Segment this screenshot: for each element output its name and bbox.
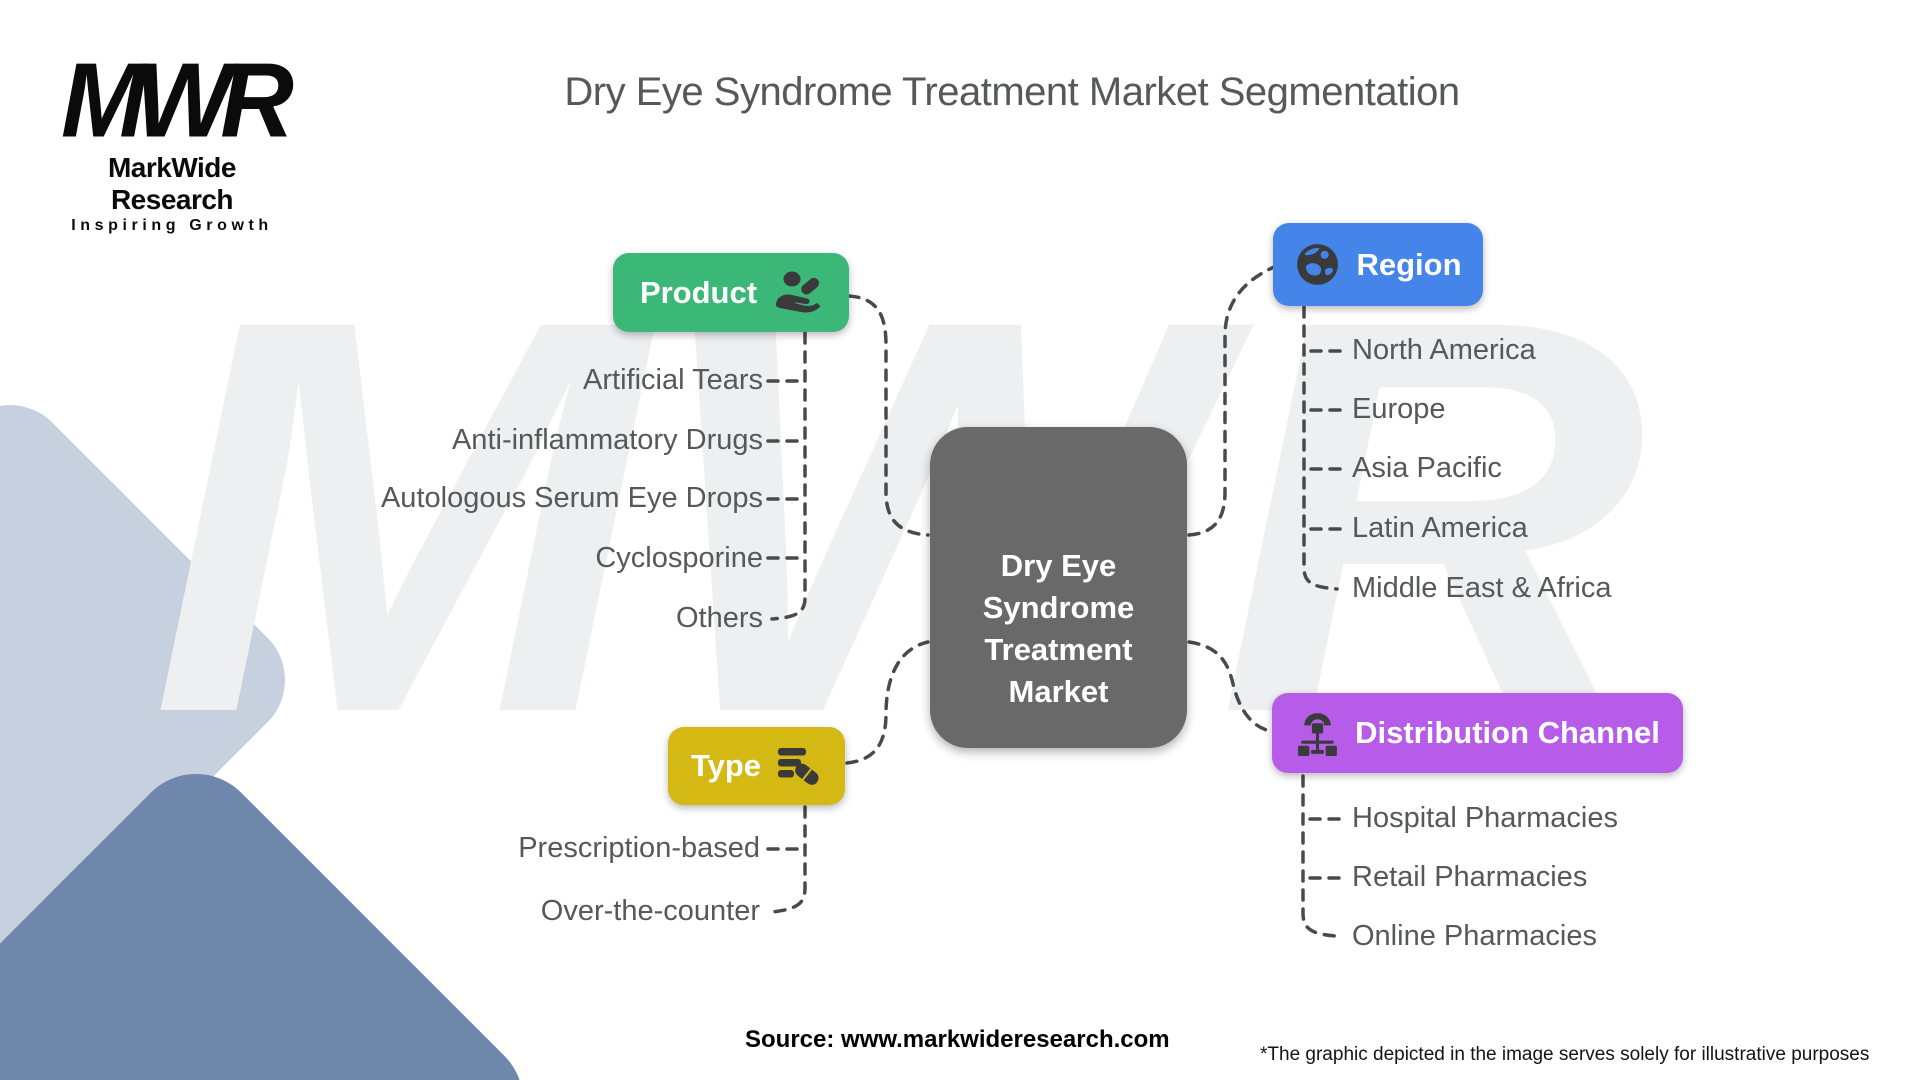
- logo-monogram: MWR: [61, 40, 294, 160]
- branch-label-region: Region: [1356, 246, 1462, 282]
- center-label-line: Market: [1008, 674, 1109, 709]
- region-item: North America: [1352, 334, 1536, 366]
- product-item: Autologous Serum Eye Drops: [380, 482, 763, 514]
- center-label-line: Treatment: [984, 632, 1133, 667]
- connector-product-center: [847, 294, 930, 537]
- branch-label-product: Product: [639, 274, 758, 310]
- hand-pills-icon: [776, 271, 821, 312]
- distribution-item: Retail Pharmacies: [1352, 861, 1588, 893]
- page-title: Dry Eye Syndrome Treatment Market Segmen…: [564, 70, 1460, 114]
- branch-lines-product: [766, 331, 807, 621]
- branch-label-distribution: Distribution Channel: [1355, 715, 1660, 750]
- region-item: Europe: [1352, 393, 1446, 425]
- branch-lines-region: [1302, 305, 1346, 591]
- source-text: Source: www.markwideresearch.com: [745, 1026, 1170, 1053]
- branch-lines-distribution: [1301, 774, 1345, 938]
- branch-label-type: Type: [690, 748, 762, 783]
- type-item: Over-the-counter: [540, 895, 760, 927]
- type-item: Prescription-based: [518, 832, 760, 864]
- product-item: Cyclosporine: [595, 542, 763, 574]
- branch-lines-type: [766, 805, 807, 914]
- connector-center-region: [1187, 265, 1276, 537]
- connector-type-center: [845, 640, 930, 765]
- region-item: Asia Pacific: [1352, 452, 1502, 484]
- logo-name: MarkWide Research: [107, 152, 237, 215]
- network-icon: [1298, 712, 1337, 756]
- product-item: Anti-inflammatory Drugs: [451, 424, 763, 456]
- center-label-line: Dry Eye: [1000, 548, 1117, 583]
- product-item: Artificial Tears: [583, 364, 763, 396]
- disclaimer-text: *The graphic depicted in the image serve…: [1260, 1044, 1870, 1065]
- center-node: Dry Eye Syndrome Treatment Market: [930, 427, 1187, 748]
- logo: MWR MarkWide Research Inspiring Growth: [52, 40, 294, 235]
- branch-node-product: Product: [613, 253, 849, 332]
- branch-node-type: Type: [668, 727, 845, 805]
- branch-node-region: Region: [1273, 223, 1483, 306]
- region-item: Middle East & Africa: [1352, 572, 1612, 604]
- globe-icon: [1297, 244, 1339, 285]
- prescription-pill-icon: [778, 748, 819, 785]
- center-label-line: Syndrome: [982, 590, 1135, 625]
- branch-node-distribution: Distribution Channel: [1272, 693, 1683, 773]
- distribution-item: Online Pharmacies: [1352, 920, 1597, 952]
- distribution-item: Hospital Pharmacies: [1352, 802, 1618, 834]
- product-item: Others: [675, 602, 763, 634]
- region-item: Latin America: [1352, 512, 1528, 544]
- connector-center-distribution: [1187, 640, 1275, 734]
- logo-tagline: Inspiring Growth: [71, 217, 273, 234]
